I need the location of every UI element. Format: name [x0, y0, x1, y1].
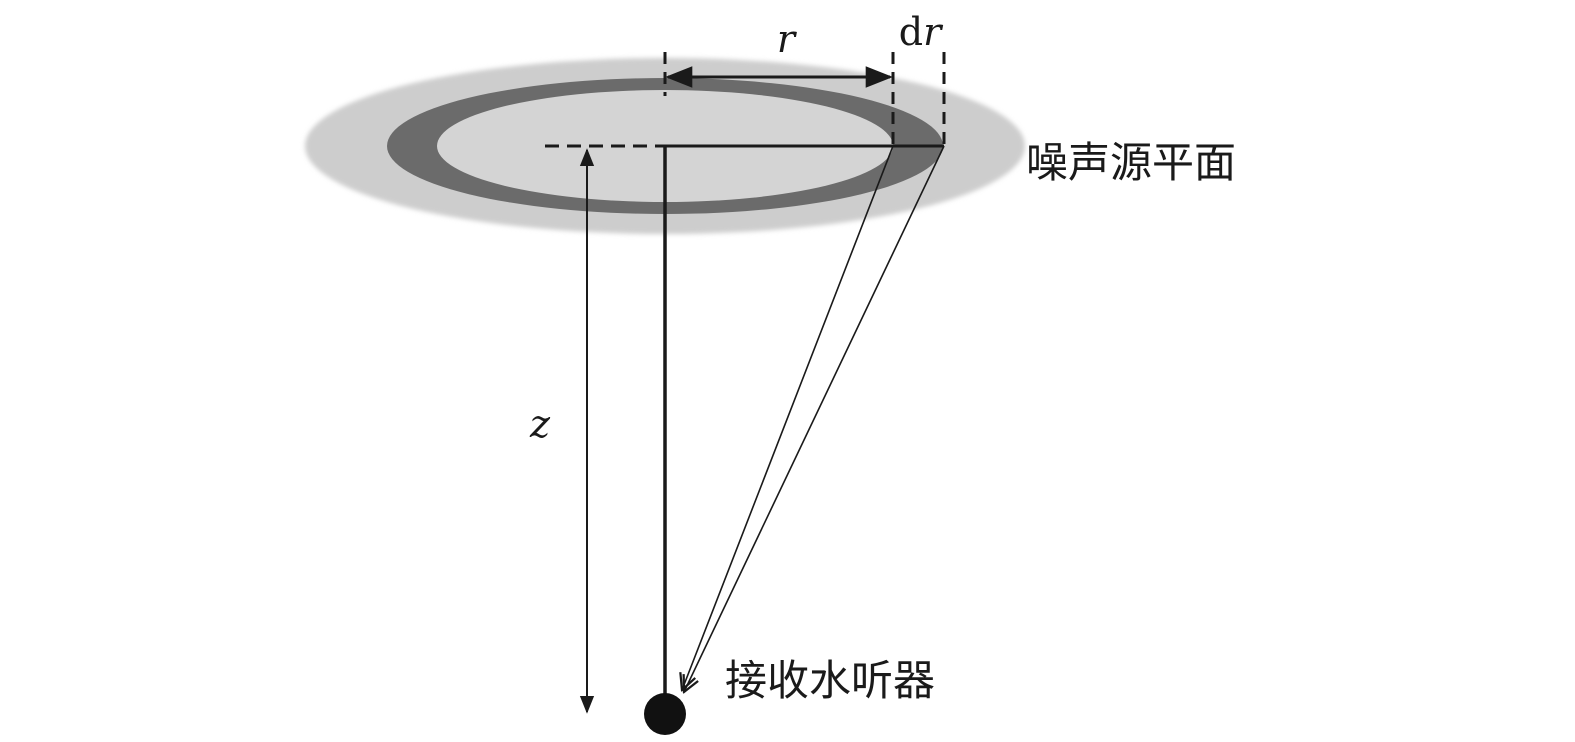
ring-width-label-d: d: [899, 10, 923, 54]
noise-plane-label: 噪声源平面: [1026, 138, 1236, 187]
hydrophone-icon: [644, 693, 686, 735]
hydrophone-label: 接收水听器: [725, 656, 935, 705]
radius-label: r: [777, 17, 798, 61]
ring-width-label: dr: [899, 10, 944, 54]
ray-outer-edge: [684, 145, 945, 692]
ray-inner-edge: [682, 145, 894, 690]
depth-label: z: [529, 402, 551, 446]
ring-width-label-r: r: [923, 10, 944, 54]
